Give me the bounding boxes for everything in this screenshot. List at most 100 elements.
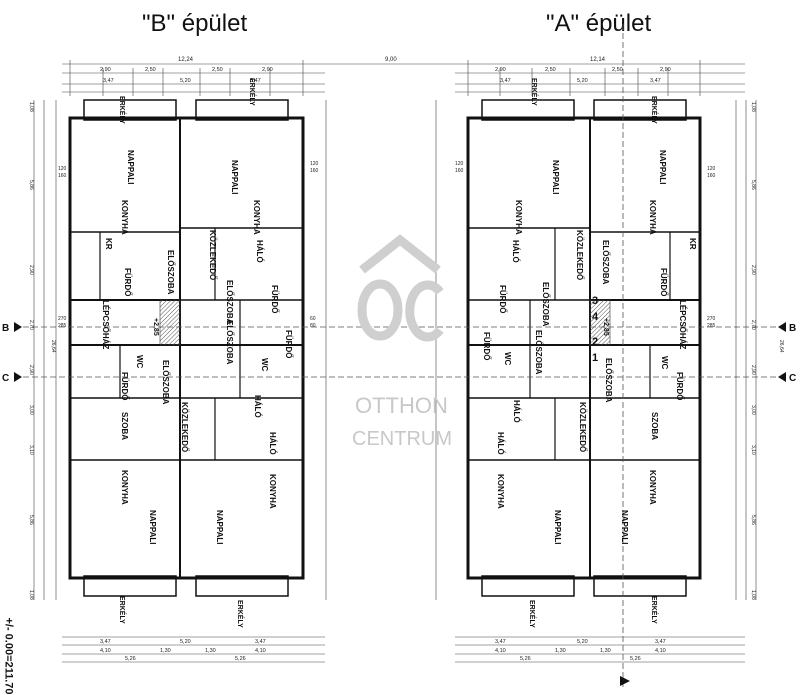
section-b-right: B — [789, 323, 796, 334]
section-b-left: B — [2, 323, 9, 334]
b-window-285: 285 — [58, 323, 67, 329]
watermark-line1: OTTHON — [355, 393, 448, 418]
b-left-dim-6: 3,00 — [28, 405, 34, 415]
b-window-160-a: 160 — [58, 173, 67, 179]
building-a-title: "A" épület — [546, 10, 652, 37]
b-bot-dim-1: 3,47 — [100, 639, 111, 645]
section-c-left: C — [2, 373, 9, 384]
dim-a-top-1: 2,90 — [495, 67, 506, 73]
a-unit-2: 2 — [592, 336, 598, 348]
dim-a-sub-2: 5,20 — [577, 78, 588, 84]
b-window-120-a: 120 — [58, 166, 67, 172]
a-right-dim-3: 2,90 — [750, 265, 756, 275]
window-labels: 120 160 120 160 270 285 60 80 120 160 12… — [58, 161, 716, 329]
b-window-80: 80 — [310, 323, 316, 329]
b-lepcsohaz: LÉPCSŐHÁZ — [101, 300, 110, 349]
a-konyha-left: KONYHA — [514, 200, 523, 235]
b-bot2-dim-1: 4,10 — [100, 648, 111, 654]
a-level-mark: +2,85 — [602, 318, 609, 336]
side-dimension-lines — [33, 100, 757, 600]
b-bot2-dim-5: 1,30 — [205, 648, 216, 654]
a-furdo-1: FÜRDŐ — [659, 268, 668, 296]
b-nappali-left: NAPPALI — [126, 150, 135, 185]
a-overall-height: 26,64 — [778, 340, 784, 353]
a-right-dim-8: 5,86 — [750, 515, 756, 525]
a-bot2-dim-1: 4,10 — [495, 648, 506, 654]
b-konyha-4: KONYHA — [268, 474, 277, 509]
a-eloszoba-2: ELŐSZOBA — [541, 282, 550, 327]
b-eloszoba-4: ELŐSZOBA — [161, 360, 170, 405]
dim-b-sub-3: 3,47 — [250, 78, 261, 84]
a-halo-2: HÁLÓ — [512, 400, 521, 423]
b-nappali-right: NAPPALI — [230, 160, 239, 195]
a-unit-1: 1 — [592, 352, 598, 364]
a-unit-3: 3 — [592, 295, 598, 307]
b-kr: KR — [104, 238, 113, 250]
a-bot-dim-3: 3,47 — [655, 639, 666, 645]
a-window-120-a: 120 — [455, 161, 464, 167]
b-erkely-top-right: ERKÉLY — [248, 78, 257, 106]
b-window-120-b: 120 — [310, 161, 319, 167]
a-window-285: 285 — [707, 323, 716, 329]
a-eloszoba-1: ELŐSZOBA — [601, 240, 610, 285]
a-erkely-top-left: ERKÉLY — [530, 78, 539, 106]
a-right-dim-1: 1,08 — [750, 102, 756, 112]
dim-b-top-1: 2,90 — [100, 67, 111, 73]
watermark-line2: CENTRUM — [352, 428, 452, 450]
a-furdo-4: FÜRDŐ — [675, 372, 684, 400]
b-erkely-bottom-left: ERKÉLY — [118, 596, 127, 624]
b-overall-height: 26,64 — [50, 340, 56, 353]
b-furdo-2: FÜRDŐ — [270, 285, 279, 313]
b-bot3-dim-2: 5,26 — [235, 656, 246, 662]
b-left-dim-9: 1,08 — [28, 590, 34, 600]
elevation-label: +/- 0.00=211.70 — [2, 617, 15, 695]
b-furdo-1: FÜRDŐ — [123, 268, 132, 296]
dim-b-top-7: 2,90 — [262, 67, 273, 73]
section-lines — [14, 24, 786, 690]
a-wc-1: WC — [503, 352, 512, 366]
b-left-dim-1: 1,08 — [28, 102, 34, 112]
b-left-dim-8: 5,86 — [28, 515, 34, 525]
b-bot2-dim-3: 1,30 — [160, 648, 171, 654]
a-kr: KR — [688, 238, 697, 250]
a-szoba: SZOBA — [650, 412, 659, 440]
b-eloszoba-3: ELŐSZOBA — [225, 320, 234, 365]
a-wc-2: WC — [660, 356, 669, 370]
a-window-160-b: 160 — [707, 173, 716, 179]
dim-a-top-7: 2,90 — [660, 67, 671, 73]
a-bot2-dim-3: 1,30 — [555, 648, 566, 654]
b-kozlekedo-1: KÖZLEKEDŐ — [208, 230, 217, 280]
b-erkely-top-left: ERKÉLY — [118, 96, 127, 124]
a-bot2-dim-7: 4,10 — [655, 648, 666, 654]
b-nappali-3: NAPPALI — [148, 510, 157, 545]
a-erkely-bottom-right: ERKÉLY — [650, 596, 659, 624]
b-bot-dim-2: 5,20 — [180, 639, 191, 645]
b-halo-3: HÁLÓ — [268, 432, 277, 455]
b-furdo-4: FÜRDŐ — [120, 372, 129, 400]
b-bot3-dim-1: 5,26 — [125, 656, 136, 662]
b-bot2-dim-7: 4,10 — [255, 648, 266, 654]
section-c-right: C — [789, 373, 796, 384]
b-wc-1: WC — [135, 355, 144, 369]
a-bot-dim-2: 5,20 — [577, 639, 588, 645]
top-dim-ticks — [69, 60, 701, 96]
a-right-dim-2: 5,86 — [750, 180, 756, 190]
a-unit-4: 4 — [592, 311, 599, 323]
dim-b-sub-1: 3,47 — [103, 78, 114, 84]
a-kozlekedo-2: KÖZLEKEDŐ — [578, 402, 587, 452]
building-a-walls — [466, 99, 702, 597]
top-dimension-lines — [62, 63, 745, 93]
b-window-160-b: 160 — [310, 168, 319, 174]
a-halo-3: HÁLÓ — [496, 432, 505, 455]
a-right-dim-9: 1,08 — [750, 590, 756, 600]
a-right-dim-5: 2,90 — [750, 365, 756, 375]
a-nappali-3: NAPPALI — [553, 510, 562, 545]
dim-a-top-5: 2,50 — [612, 67, 623, 73]
b-window-60: 60 — [310, 316, 316, 322]
b-left-dim-3: 2,90 — [28, 265, 34, 275]
a-konyha-3: KONYHA — [496, 474, 505, 509]
watermark-logo — [357, 234, 444, 342]
b-nappali-4: NAPPALI — [215, 510, 224, 545]
side-dim-labels: 1,08 5,86 2,90 2,70 2,90 3,00 3,10 5,86 … — [28, 102, 784, 600]
